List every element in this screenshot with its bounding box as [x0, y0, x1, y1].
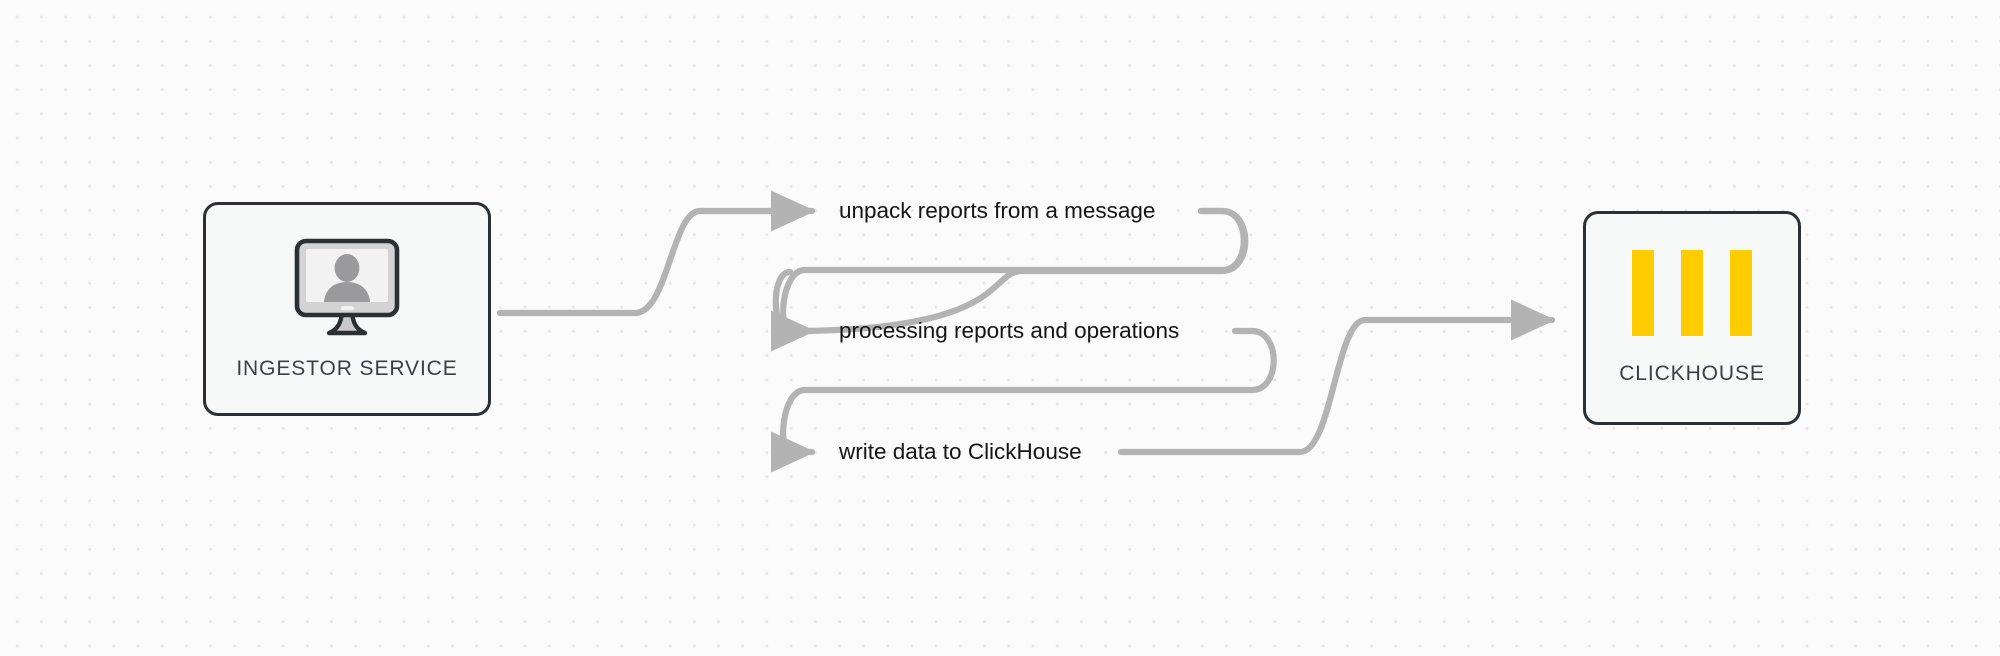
node-ingestor-label: INGESTOR SERVICE: [236, 357, 458, 380]
node-clickhouse-label: CLICKHOUSE: [1619, 362, 1765, 385]
clickhouse-bar-2: [1681, 250, 1703, 336]
edge-label-step-2: processing reports and operations: [839, 318, 1180, 343]
edge-label-step-3: write data to ClickHouse: [839, 439, 1082, 464]
edge-label-step-1: unpack reports from a message: [839, 198, 1156, 223]
clickhouse-bar-1: [1632, 250, 1654, 336]
edge-step1-to-step2-segment-b: [770, 207, 1247, 352]
node-clickhouse[interactable]: CLICKHOUSE: [1583, 211, 1801, 425]
edge-step1-to-step2: [772, 207, 1249, 335]
node-ingestor-service[interactable]: INGESTOR SERVICE: [203, 202, 491, 416]
edge-step2-to-step3: [770, 327, 1277, 473]
clickhouse-bar-3: [1730, 250, 1752, 336]
clickhouse-bars-icon: [1632, 250, 1752, 336]
edge-step3-to-clickhouse: [1117, 299, 1556, 456]
monitor-user-icon: [294, 238, 400, 336]
edge-ingestor-to-step1: [496, 190, 816, 317]
